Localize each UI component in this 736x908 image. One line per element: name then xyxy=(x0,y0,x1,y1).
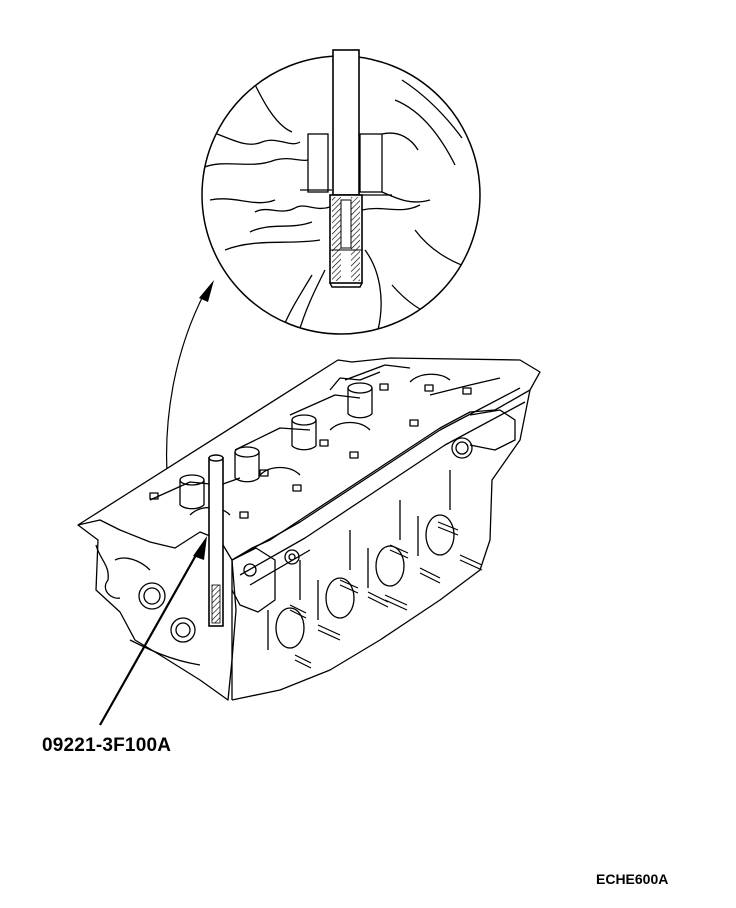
tool-part-number-label: 09221-3F100A xyxy=(42,735,172,756)
valve-stems xyxy=(179,382,373,510)
exhaust-studs xyxy=(289,521,483,669)
valve-guide-installer-tool xyxy=(208,454,224,627)
exhaust-ports xyxy=(267,470,455,650)
leader-arrow-to-detail xyxy=(166,280,214,489)
detail-magnified-view xyxy=(201,49,481,335)
leader-arrow-to-tool xyxy=(99,536,207,726)
deck-bolt-holes xyxy=(149,383,472,519)
cylinder-head xyxy=(77,357,541,701)
figure-code-label: ECHE600A xyxy=(596,871,669,887)
installer-tip-section xyxy=(329,194,363,288)
